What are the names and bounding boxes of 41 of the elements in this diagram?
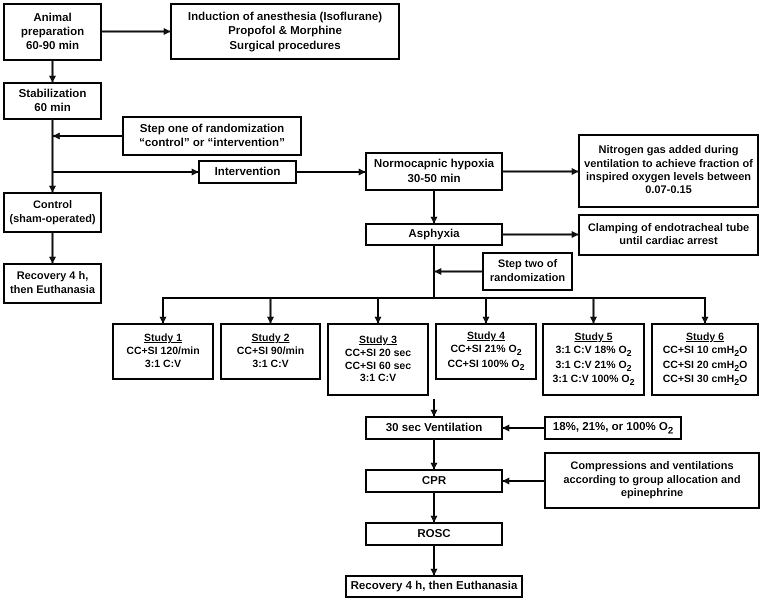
process-box: Asphyxia bbox=[365, 223, 503, 246]
process-box: Step one of randomization “control” or “intervention” bbox=[122, 116, 302, 156]
arrow bbox=[503, 168, 579, 175]
arrow bbox=[49, 61, 56, 83]
arrow bbox=[52, 132, 122, 140]
process-box: Study 4 CC+SI 21% O$_{2}$ CC+SI 100% O$_{2}$ bbox=[435, 323, 537, 380]
arrow bbox=[102, 28, 171, 35]
process-box: Induction of anesthesia (Isoflurane) Propofol & Morphine Surgical procedures bbox=[170, 3, 400, 60]
process-box: 30 sec Ventilation bbox=[365, 416, 503, 440]
arrow bbox=[430, 399, 438, 417]
process-box: Control (sham-operated) bbox=[3, 192, 102, 233]
arrow bbox=[503, 231, 579, 238]
process-box: Recovery 4 h, then Euthanasia bbox=[345, 575, 523, 598]
arrow bbox=[502, 424, 544, 432]
arrow bbox=[430, 440, 438, 470]
process-box: Normocapnic hypoxia 30-50 min bbox=[365, 152, 503, 191]
process-box: Study 3 CC+SI 20 sec CC+SI 60 sec 3:1 C:V bbox=[327, 323, 429, 396]
process-box: Study 1 CC+SI 120/min 3:1 C:V bbox=[112, 323, 214, 380]
process-box: CPR bbox=[365, 469, 503, 493]
process-box: Animal preparation 60-90 min bbox=[3, 3, 102, 61]
arrow bbox=[430, 546, 438, 576]
process-box: Study 5 3:1 C:V 18% O$_{2}$ 3:1 C:V 21% O$_{2}$ 3:1 C:V 100% O$_{2}$ bbox=[542, 323, 645, 396]
process-box: Nitrogen gas added during ventilation to achieve fraction of inspired oxygen levels between 0.07-0.15 bbox=[578, 134, 759, 208]
process-box: Study 2 CC+SI 90/min 3:1 C:V bbox=[220, 323, 321, 380]
process-box: 18%, 21%, or 100% O$_{2}$ bbox=[544, 416, 682, 440]
process-box: Recovery 4 h, then Euthanasia bbox=[3, 263, 102, 304]
arrow bbox=[297, 168, 366, 176]
process-box: Compressions and ventilations according to group allocation and epinephrine bbox=[544, 452, 760, 509]
arrow bbox=[49, 233, 56, 264]
arrow bbox=[430, 493, 438, 523]
process-box: Step two of randomization bbox=[482, 252, 573, 291]
arrow bbox=[502, 478, 544, 484]
process-box: ROSC bbox=[365, 522, 503, 546]
process-box: Clamping of endotracheal tube until cardiac arrest bbox=[578, 214, 759, 256]
arrow bbox=[52, 120, 199, 176]
process-box: Stabilization 60 min bbox=[3, 82, 102, 120]
process-box: Intervention bbox=[198, 160, 297, 184]
arrow bbox=[433, 246, 708, 324]
process-box: Study 6 CC+SI 10 cmH$_{2}$O CC+SI 20 cmH$_{2}$O CC+SI 30 cmH$_{2}$O bbox=[651, 323, 759, 396]
arrow bbox=[430, 191, 438, 224]
arrow bbox=[434, 268, 482, 275]
